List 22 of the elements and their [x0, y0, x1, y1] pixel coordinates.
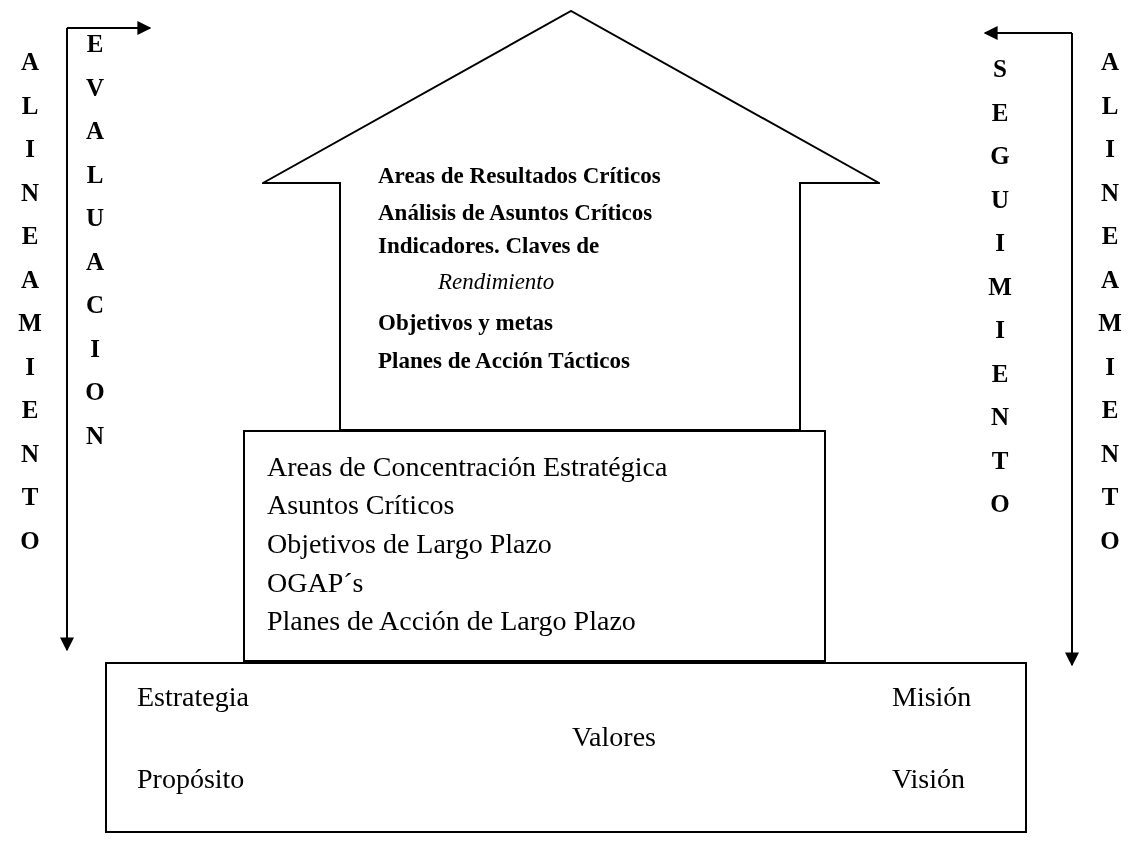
- box-text: Valores: [572, 722, 656, 753]
- roof-text: Indicadores. Claves de Rendimiento: [378, 232, 601, 296]
- box-text: Estrategia: [137, 682, 249, 713]
- box-text: Misión: [892, 682, 972, 713]
- box-text: Areas de Concentración Estratégica: [267, 452, 668, 483]
- vertical-label: SEGUIMIENTO: [987, 54, 1013, 519]
- vertical-label: ALINEAMIENTO: [17, 47, 43, 556]
- box-text: Visión: [892, 764, 965, 795]
- house-shape: [262, 10, 880, 431]
- box-text: Planes de Acción de Largo Plazo: [267, 606, 636, 637]
- box-text: Propósito: [137, 764, 245, 795]
- vertical-label: ALINEAMIENTO: [1097, 47, 1123, 556]
- box-text: Asuntos Críticos: [267, 490, 455, 521]
- roof-text: Planes de Acción Tácticos: [378, 348, 630, 374]
- level-box: [105, 662, 1027, 833]
- roof-text: Objetivos y metas: [378, 310, 554, 336]
- box-text: OGAP´s: [267, 568, 364, 599]
- level-box: [243, 430, 826, 662]
- vertical-label: EVALUACION: [84, 29, 106, 451]
- box-text: Objetivos de Largo Plazo: [267, 529, 552, 560]
- roof-text: Areas de Resultados Críticos: [378, 163, 661, 189]
- roof-text: Análisis de Asuntos Críticos: [378, 200, 653, 226]
